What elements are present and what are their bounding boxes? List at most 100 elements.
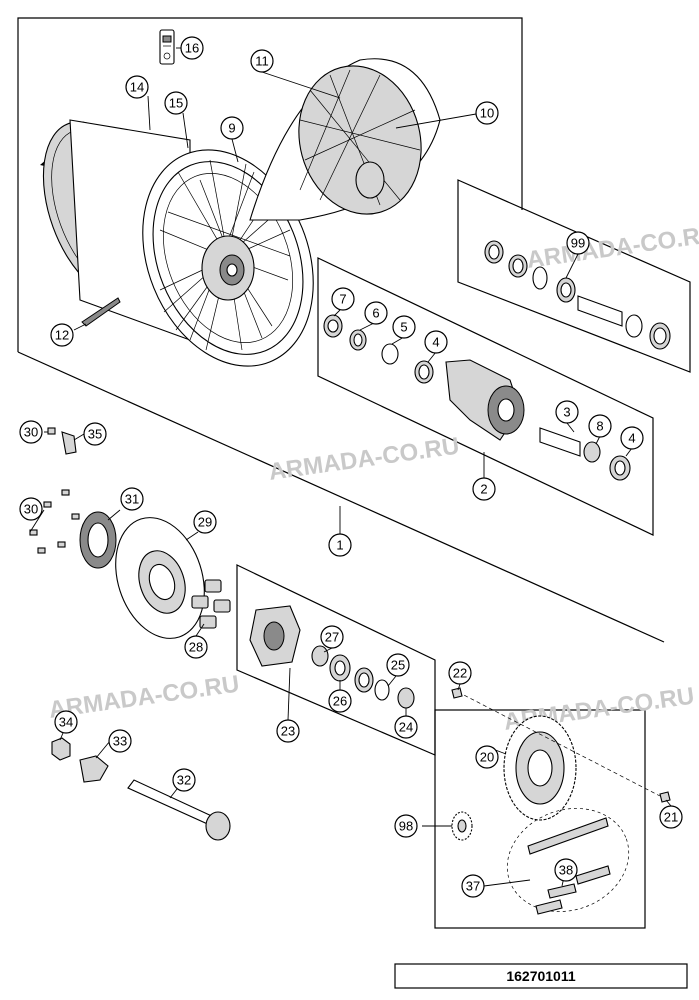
- svg-text:21: 21: [664, 810, 678, 825]
- svg-text:14: 14: [130, 80, 144, 95]
- callout-16: 16: [180, 36, 204, 60]
- drawing-code: 162701011: [506, 968, 576, 984]
- callout-7: 7: [331, 287, 355, 311]
- front-sprocket-98: [451, 811, 473, 841]
- callout-27: 27: [320, 625, 344, 649]
- drive-kit-98-panel: [434, 709, 646, 929]
- svg-text:11: 11: [255, 54, 269, 69]
- chain-adjuster-33: [79, 755, 109, 783]
- callout-3: 3: [555, 400, 579, 424]
- svg-text:27: 27: [325, 630, 339, 645]
- svg-text:33: 33: [113, 734, 127, 749]
- callout-33: 33: [108, 729, 132, 753]
- svg-text:28: 28: [189, 640, 203, 655]
- callout-4-hub-right: 4: [620, 426, 644, 450]
- callout-37: 37: [461, 874, 485, 898]
- svg-text:4: 4: [628, 431, 635, 446]
- axle-32: [127, 779, 231, 841]
- bolt-21: [659, 791, 671, 803]
- svg-text:4: 4: [432, 335, 439, 350]
- svg-text:98: 98: [399, 819, 413, 834]
- svg-text:32: 32: [177, 773, 191, 788]
- svg-text:35: 35: [88, 427, 102, 442]
- callout-98: 98: [394, 814, 418, 838]
- callout-6: 6: [364, 301, 388, 325]
- svg-text:20: 20: [480, 750, 494, 765]
- callout-29: 29: [193, 510, 217, 534]
- callout-9: 9: [220, 116, 244, 140]
- svg-text:99: 99: [571, 236, 585, 251]
- svg-text:23: 23: [281, 724, 295, 739]
- carrier-23-parts: [249, 605, 415, 709]
- brake-disc-29: [115, 517, 205, 639]
- svg-text:16: 16: [185, 41, 199, 56]
- svg-text:1: 1: [336, 538, 343, 553]
- wheel-assembly-frame-bottom: [17, 351, 665, 643]
- callout-1: 1: [328, 533, 352, 557]
- hub-2-panel: [317, 257, 654, 536]
- svg-text:37: 37: [466, 879, 480, 894]
- screws-30: [29, 489, 80, 554]
- svg-text:15: 15: [169, 96, 183, 111]
- callout-8: 8: [588, 414, 612, 438]
- chain-37: [506, 808, 630, 915]
- svg-text:29: 29: [198, 515, 212, 530]
- chain-lock-38: [547, 883, 577, 899]
- wheel-assembly-frame: [17, 17, 523, 352]
- sensor-ring-31: [79, 511, 117, 569]
- callout-20: 20: [475, 745, 499, 769]
- callout-26: 26: [328, 689, 352, 713]
- svg-text:12: 12: [55, 328, 69, 343]
- svg-text:10: 10: [480, 106, 494, 121]
- callout-10: 10: [475, 101, 499, 125]
- callout-34: 34: [54, 710, 78, 734]
- callout-30-bottom: 30: [19, 497, 43, 521]
- kit-99-panel: [457, 179, 691, 373]
- svg-text:25: 25: [391, 658, 405, 673]
- callout-21: 21: [659, 805, 683, 829]
- axle-nut-34: [51, 737, 71, 761]
- drawing-code-box: [394, 963, 688, 989]
- dampers-28: [191, 579, 231, 629]
- watermark-3: ARMADA-CO.RU: [47, 670, 241, 723]
- callout-4-hub-left: 4: [424, 330, 448, 354]
- svg-text:30: 30: [24, 502, 38, 517]
- callout-14: 14: [125, 75, 149, 99]
- callout-31: 31: [120, 487, 144, 511]
- callout-38: 38: [554, 858, 578, 882]
- callout-11: 11: [250, 49, 274, 73]
- callout-24: 24: [394, 715, 418, 739]
- watermark-1: ARMADA-CO.RU: [525, 220, 699, 273]
- svg-text:38: 38: [559, 863, 573, 878]
- svg-text:30: 30: [24, 425, 38, 440]
- callout-25: 25: [386, 653, 410, 677]
- callout-35: 35: [83, 422, 107, 446]
- callout-12: 12: [50, 323, 74, 347]
- callout-15: 15: [164, 91, 188, 115]
- hub-2-parts: [323, 314, 631, 481]
- callout-30-top: 30: [19, 420, 43, 444]
- svg-text:5: 5: [400, 320, 407, 335]
- nut-22: [451, 687, 463, 699]
- screw-30-35: [47, 427, 77, 455]
- kit-99-parts: [484, 240, 671, 350]
- callout-28: 28: [184, 635, 208, 659]
- svg-text:7: 7: [339, 292, 346, 307]
- svg-text:34: 34: [59, 715, 73, 730]
- callout-99: 99: [566, 231, 590, 255]
- svg-text:9: 9: [228, 121, 235, 136]
- svg-text:2: 2: [480, 482, 487, 497]
- callout-5: 5: [392, 315, 416, 339]
- watermark-2: ARMADA-CO.RU: [267, 432, 461, 485]
- svg-text:6: 6: [372, 306, 379, 321]
- svg-text:8: 8: [596, 419, 603, 434]
- svg-text:26: 26: [333, 694, 347, 709]
- spoke-detail-zoom: [249, 58, 441, 221]
- callout-32: 32: [172, 768, 196, 792]
- svg-text:31: 31: [125, 492, 139, 507]
- rear-sprocket-20: [503, 715, 577, 821]
- svg-text:22: 22: [453, 666, 467, 681]
- callout-22: 22: [448, 661, 472, 685]
- callout-2: 2: [472, 477, 496, 501]
